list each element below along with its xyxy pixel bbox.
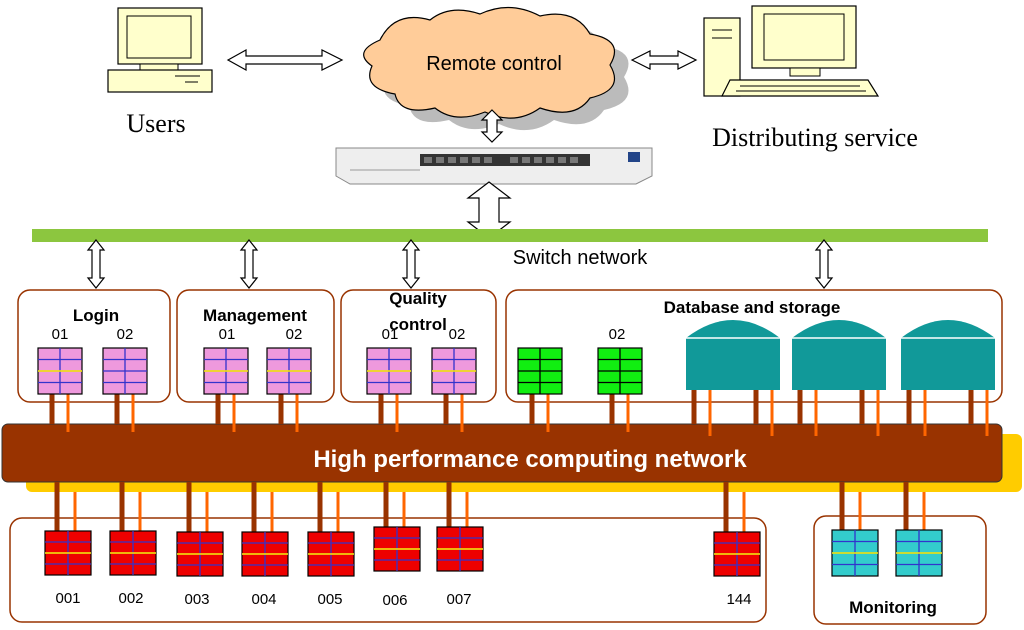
monitoring-title: Monitoring xyxy=(849,598,937,617)
quality-node-01 xyxy=(366,347,412,395)
quality-arrow xyxy=(401,239,421,289)
compute-node-005-label: 005 xyxy=(317,591,342,608)
quality-title-line1: Quality xyxy=(389,289,447,308)
login-node-02-label: 02 xyxy=(117,326,134,343)
monitoring-group-box xyxy=(813,515,987,625)
compute-node-003 xyxy=(176,531,224,577)
login-node-01 xyxy=(37,347,83,395)
compute-node-006-label: 006 xyxy=(382,592,407,609)
compute-node-006 xyxy=(373,526,421,572)
remote-control-cloud xyxy=(363,6,629,131)
management-group-box xyxy=(176,289,335,403)
management-arrow xyxy=(239,239,259,289)
quality-node-01-label: 01 xyxy=(382,326,399,343)
compute-node-002-label: 002 xyxy=(118,590,143,607)
network-switch-icon xyxy=(335,147,653,185)
quality-node-02 xyxy=(431,347,477,395)
cloud-switch-arrow xyxy=(480,109,504,143)
hpc-network-label: High performance computing network xyxy=(313,446,747,473)
compute-node-004-label: 004 xyxy=(251,591,276,608)
compute-node-002 xyxy=(109,530,157,576)
login-group-box xyxy=(17,289,171,403)
management-node-02 xyxy=(266,347,312,395)
compute-node-004 xyxy=(241,531,289,577)
database-node-02-label: 02 xyxy=(609,326,626,343)
database-node-01 xyxy=(517,347,563,395)
switch-network-bar xyxy=(32,229,988,242)
quality-title-line2: control xyxy=(389,315,447,334)
compute-node-144 xyxy=(713,531,761,577)
quality-node-02-label: 02 xyxy=(449,326,466,343)
distributing-computer-icon xyxy=(703,5,880,97)
storage-unit-1 xyxy=(686,320,780,390)
login-node-02 xyxy=(102,347,148,395)
management-node-01-label: 01 xyxy=(219,326,236,343)
storage-unit-2 xyxy=(792,320,886,390)
login-arrow xyxy=(86,239,106,289)
connector-lines xyxy=(49,390,989,532)
users-computer-icon xyxy=(107,7,213,93)
management-node-01 xyxy=(203,347,249,395)
distributing-service-label: Distributing service xyxy=(712,123,918,152)
compute-node-001-label: 001 xyxy=(55,590,80,607)
database-arrow xyxy=(814,239,834,289)
compute-node-144-label: 144 xyxy=(726,591,751,608)
database-node-02 xyxy=(597,347,643,395)
monitor-node-02 xyxy=(895,529,943,577)
monitor-node-01 xyxy=(831,529,879,577)
storage-unit-3 xyxy=(901,320,995,390)
storage-units xyxy=(686,320,995,390)
quality-group-box xyxy=(340,289,497,403)
remote-distributing-arrow xyxy=(630,50,698,70)
compute-node-005 xyxy=(307,531,355,577)
switch-network-label: Switch network xyxy=(513,247,648,269)
compute-node-003-label: 003 xyxy=(184,591,209,608)
compute-node-007-label: 007 xyxy=(446,591,471,608)
compute-node-007 xyxy=(436,526,484,572)
compute-node-001 xyxy=(44,530,92,576)
users-label: Users xyxy=(126,109,185,138)
hpc-network-bar xyxy=(1,423,1003,483)
management-title: Management xyxy=(203,306,307,325)
server-nodes xyxy=(37,347,943,577)
database-title: Database and storage xyxy=(664,298,841,317)
users-remote-arrow xyxy=(226,48,344,72)
login-title: Login xyxy=(73,306,119,325)
login-node-01-label: 01 xyxy=(52,326,69,343)
remote-control-label: Remote control xyxy=(426,53,562,75)
management-node-02-label: 02 xyxy=(286,326,303,343)
